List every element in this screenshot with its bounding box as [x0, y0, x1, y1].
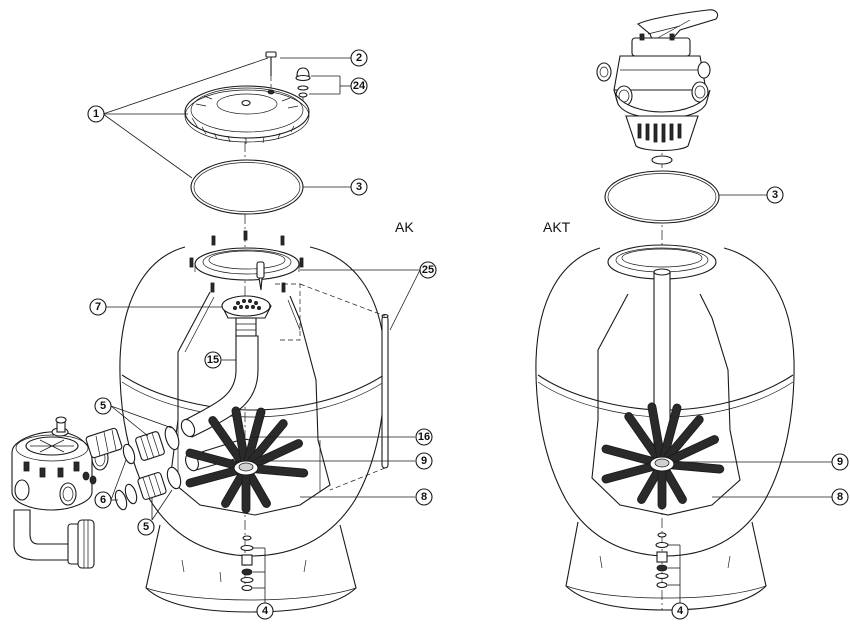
svg-text:15: 15: [207, 354, 219, 366]
svg-text:25: 25: [422, 264, 434, 276]
svg-text:3: 3: [356, 181, 362, 193]
callout-9-left: 9: [415, 452, 433, 470]
valve-o-ring: [651, 155, 673, 165]
lid-screw: [265, 51, 277, 90]
svg-text:6: 6: [100, 494, 106, 506]
drain-plug-akt: [655, 532, 669, 589]
callout-2: 2: [350, 49, 368, 67]
guide-dash-3: [329, 467, 386, 491]
callout-5-upper: 5: [94, 397, 112, 415]
cutaway-ak: [169, 291, 331, 516]
callout-24: 24: [350, 77, 368, 95]
svg-text:9: 9: [837, 456, 843, 468]
svg-text:2: 2: [356, 52, 362, 64]
callout-3-right: 3: [766, 186, 784, 204]
lid-o-ring: [190, 159, 304, 215]
diffuser-dome: [221, 261, 272, 337]
filter-akt: [535, 9, 795, 611]
cutaway-akt: [591, 293, 741, 516]
svg-text:8: 8: [837, 491, 843, 503]
leader-lines: [102, 57, 832, 603]
svg-text:1: 1: [93, 108, 99, 120]
callout-1: 1: [87, 105, 105, 123]
svg-text:9: 9: [421, 455, 427, 467]
callout-15: 15: [204, 351, 222, 369]
svg-text:4: 4: [262, 605, 269, 617]
callout-7: 7: [89, 298, 107, 316]
tank-base-ak: [145, 524, 357, 613]
callout-8-left: 8: [415, 488, 433, 506]
filter-ak: [11, 51, 389, 613]
svg-text:5: 5: [100, 400, 106, 412]
variant-label-akt: AKT: [543, 219, 571, 235]
inner-lines: [177, 420, 321, 492]
callout-5-lower: 5: [137, 518, 155, 536]
callout-8-right: 8: [831, 488, 849, 506]
top-multiport-valve: [596, 9, 719, 152]
drain-plug-ak: [240, 535, 254, 592]
svg-text:16: 16: [418, 431, 430, 443]
vent-tube: [381, 313, 389, 469]
variant-label-ak: AK: [395, 219, 414, 235]
callout-9-right: 9: [831, 453, 849, 471]
svg-text:7: 7: [95, 301, 101, 313]
lid-caps: [295, 67, 311, 112]
filter-lid: [184, 85, 310, 144]
callout-6: 6: [94, 491, 112, 509]
callout-16: 16: [415, 428, 433, 446]
guide-dash-1: [275, 283, 301, 341]
callout-4-left: 4: [256, 602, 274, 620]
svg-text:24: 24: [353, 80, 366, 92]
svg-text:3: 3: [772, 189, 778, 201]
central-pipe: [184, 335, 259, 438]
svg-text:4: 4: [677, 605, 684, 617]
callout-25: 25: [419, 261, 437, 279]
laterals-akt: [601, 402, 725, 510]
svg-text:5: 5: [143, 521, 149, 533]
svg-text:8: 8: [421, 491, 427, 503]
guide-dash-2: [299, 283, 386, 317]
tank-base-akt: [565, 521, 767, 611]
akt-o-ring: [604, 170, 720, 224]
side-multiport-valve: [11, 416, 123, 569]
callout-4-right: 4: [671, 602, 689, 620]
callout-3-left: 3: [350, 178, 368, 196]
